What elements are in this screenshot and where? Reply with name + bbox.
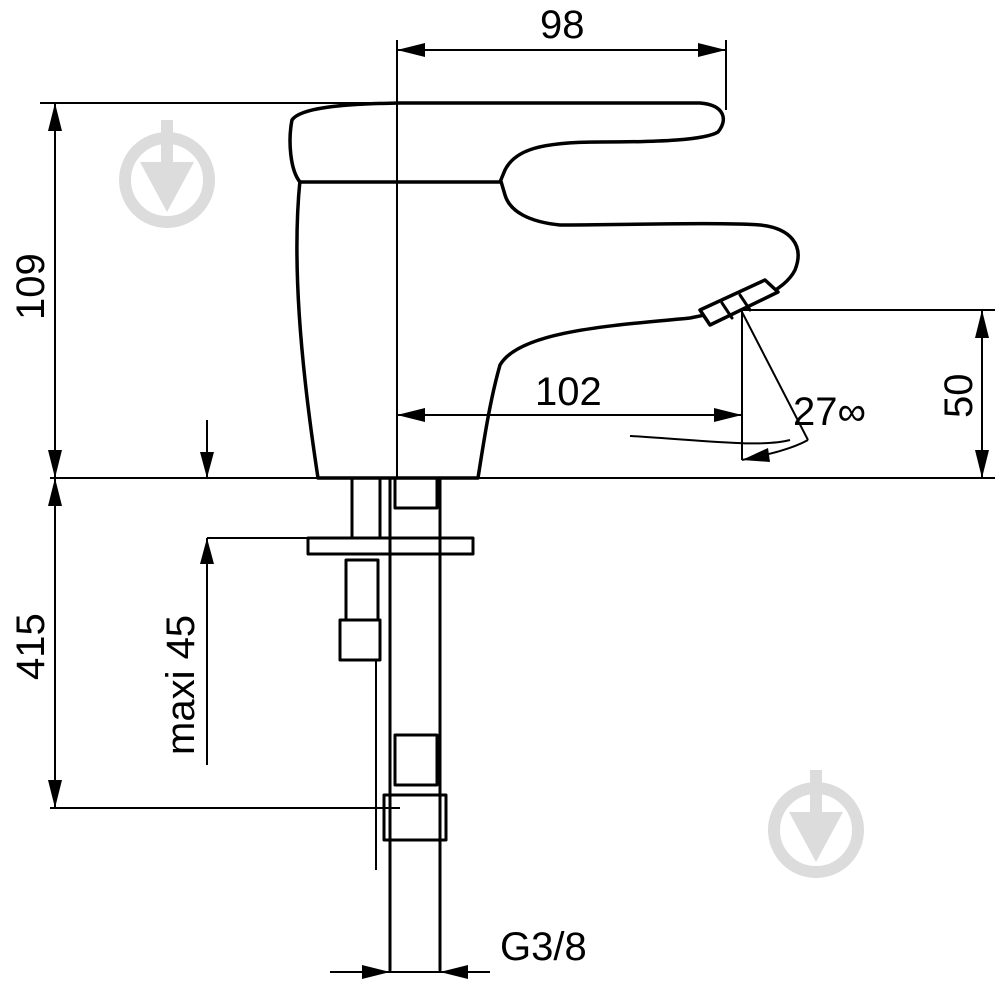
dim-label-angle: 27∞ — [793, 390, 866, 434]
dim-label-maxi-45: maxi 45 — [159, 615, 203, 755]
dimension-thread: G3/8 — [330, 925, 587, 979]
watermark-drop-icon-bottom — [768, 770, 864, 878]
dimension-415: 415 — [9, 478, 400, 809]
dimension-98: 98 — [396, 3, 727, 478]
dimension-50: 50 — [742, 309, 995, 478]
dim-label-415: 415 — [9, 613, 53, 680]
dimension-maxi-45: maxi 45 — [159, 420, 310, 765]
under-counter-fittings — [306, 476, 475, 972]
watermark-drop-icon-top — [119, 120, 215, 228]
faucet-body — [288, 101, 800, 480]
dimension-109: 109 — [9, 102, 400, 478]
dim-label-50: 50 — [937, 374, 981, 419]
dim-label-102: 102 — [535, 370, 602, 414]
dimension-102: 102 — [397, 310, 743, 460]
dim-label-98: 98 — [540, 3, 585, 47]
dim-label-thread: G3/8 — [500, 925, 587, 969]
dim-label-109: 109 — [9, 253, 53, 320]
dimension-angle: 27∞ — [629, 311, 866, 462]
